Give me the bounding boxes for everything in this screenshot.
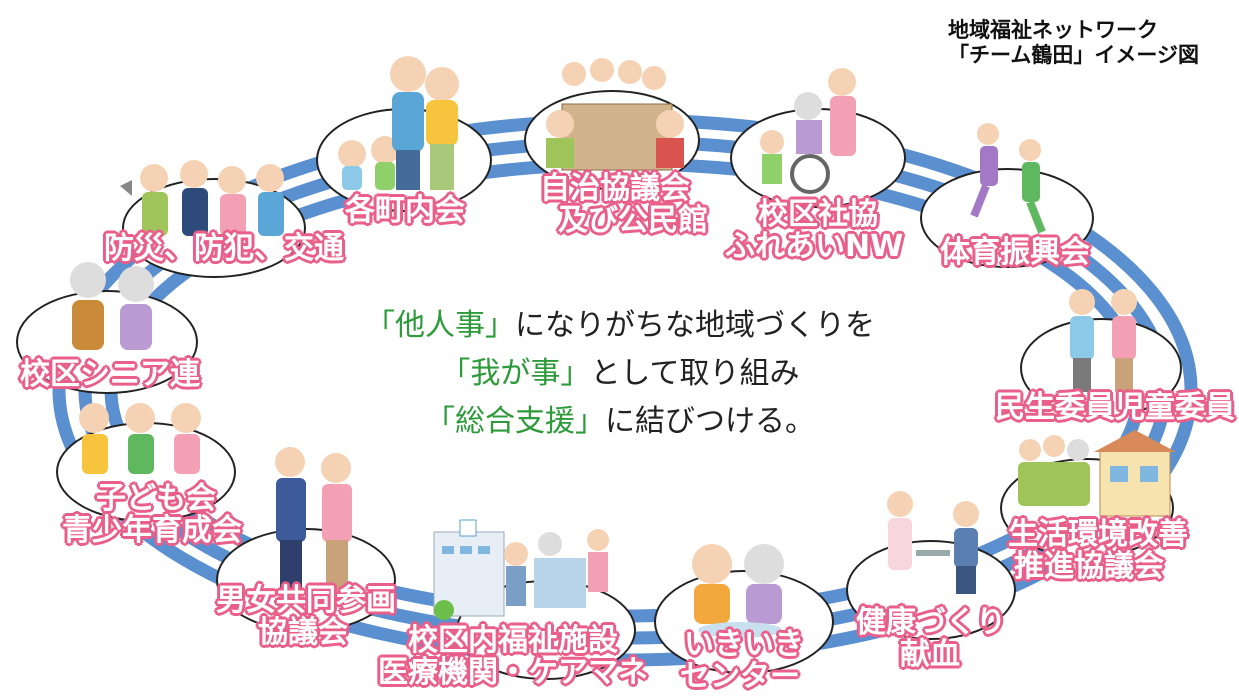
meeting-illustration-icon xyxy=(546,58,684,171)
node-label-kodomo-2: 青少年育成会 xyxy=(62,513,242,548)
node-label-kakuchou: 各町内会 xyxy=(345,193,465,228)
node-label-minsei: 民生委員児童委員 xyxy=(995,390,1235,425)
title-line-1: 地域福祉ネットワーク xyxy=(948,18,1158,42)
message-line-3: 「総合支援」に結びつける。 xyxy=(300,398,940,446)
welfare-commissioners-illustration-icon xyxy=(1069,289,1137,392)
node-label-kodomo-1: 子ども会 xyxy=(96,481,216,516)
node-label-ikiiki-2: センター xyxy=(680,659,800,694)
community-house-illustration-icon xyxy=(1018,430,1176,517)
node-label-seikatsu-1: 生活環境改善 xyxy=(1008,517,1188,552)
center-message: 「他人事」になりがちな地域づくりを 「我が事」として取り組み 「総合支援」に結び… xyxy=(300,302,940,446)
node-oval xyxy=(216,528,396,632)
message-line-2: 「我が事」として取り組み xyxy=(300,350,940,398)
message-quote-3: 「総合支援」 xyxy=(425,404,605,439)
hospital-illustration-icon xyxy=(433,519,609,620)
node-label-senior: 校区シニア連 xyxy=(20,357,200,392)
node-label-kenkou-2: 献血 xyxy=(900,637,960,672)
node-oval xyxy=(846,540,1016,640)
node-label-fukushi-2: 医療機関・ケアマネ xyxy=(378,655,648,690)
safety-patrol-illustration-icon xyxy=(120,160,284,236)
node-oval xyxy=(1020,318,1182,418)
message-rest-2: として取り組み xyxy=(590,356,800,391)
node-oval xyxy=(654,570,834,674)
elderly-tea-illustration-icon xyxy=(692,544,784,638)
node-label-fukushi-1: 校区内福祉施設 xyxy=(408,623,618,658)
node-oval xyxy=(16,290,198,394)
node-label-danjo-2: 協議会 xyxy=(258,615,348,650)
message-rest-1: になりがちな地域づくりを xyxy=(515,308,875,343)
wheelchair-illustration-icon xyxy=(760,68,856,194)
node-label-jichi-2: 及び公民館 xyxy=(558,203,708,238)
seniors-illustration-icon xyxy=(70,262,154,350)
message-quote-2: 「我が事」 xyxy=(440,356,591,391)
node-label-shakyo-1: 校区社協 xyxy=(758,197,878,232)
message-line-1: 「他人事」になりがちな地域づくりを xyxy=(300,302,940,350)
node-label-seikatsu-2: 推進協議会 xyxy=(1014,549,1164,584)
node-label-bousai: 防災、防犯、交通 xyxy=(104,231,344,266)
diagram-title: 地域福祉ネットワーク 「チーム鶴田」イメージ図 xyxy=(948,18,1199,68)
children-illustration-icon xyxy=(79,403,201,474)
node-label-jichi-1: 自治協議会 xyxy=(540,171,690,206)
couple-illustration-icon xyxy=(275,447,352,590)
node-label-kenkou-1: 健康づくり xyxy=(856,605,1006,640)
node-label-danjo-1: 男女共同参画 xyxy=(216,583,396,618)
node-label-ikiiki-1: いきいき xyxy=(684,627,804,662)
node-oval xyxy=(920,168,1094,268)
blood-donation-illustration-icon xyxy=(887,491,979,594)
node-label-shakyo-2: ふれあいNW xyxy=(725,229,904,264)
message-quote-1: 「他人事」 xyxy=(365,308,515,343)
title-line-2: 「チーム鶴田」イメージ図 xyxy=(948,43,1199,67)
node-label-taiiku: 体育振興会 xyxy=(940,235,1090,270)
runners-illustration-icon xyxy=(970,123,1046,234)
family-illustration-icon xyxy=(338,56,459,190)
message-rest-3: に結びつける。 xyxy=(605,404,815,439)
